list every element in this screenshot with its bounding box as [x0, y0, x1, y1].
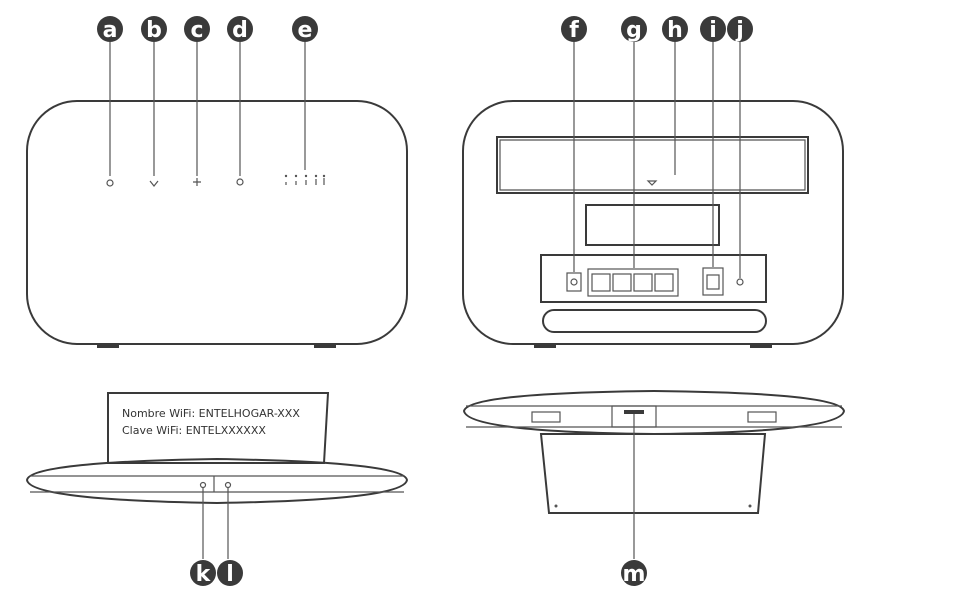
lan-ports-icon	[587, 268, 679, 297]
callout-h: h	[662, 16, 688, 43]
callout-d: d	[227, 16, 253, 43]
bottom-body	[462, 389, 846, 436]
svg-text:f: f	[569, 18, 579, 43]
sd-card-slot-icon	[624, 410, 644, 414]
vent-left-icon	[531, 411, 561, 423]
phone-indicator-icon	[236, 178, 244, 186]
signal-indicator-icon	[284, 174, 326, 185]
power-indicator-icon	[106, 179, 114, 187]
front-view	[26, 42, 408, 348]
front-foot-left	[97, 343, 119, 348]
wifi-indicator-icon	[149, 180, 159, 187]
sim-slot-cover	[496, 136, 809, 194]
svg-text:j: j	[735, 18, 744, 43]
svg-text:m: m	[623, 562, 646, 587]
back-foot-right	[750, 343, 772, 348]
callout-g: g	[621, 16, 647, 43]
back-foot-left	[534, 343, 556, 348]
svg-text:c: c	[190, 18, 203, 43]
callout-k: k	[190, 560, 216, 587]
cover-arrow-icon	[646, 180, 658, 186]
svg-text:a: a	[103, 18, 118, 43]
label-recess	[585, 204, 720, 246]
stand	[539, 433, 767, 514]
svg-text:k: k	[196, 562, 212, 587]
callout-b: b	[141, 16, 167, 43]
callout-l: l	[217, 560, 243, 587]
svg-text:g: g	[626, 18, 642, 43]
svg-text:i: i	[709, 18, 717, 43]
wifi-name-text: Nombre WiFi: ENTELHOGAR-XXX	[122, 407, 300, 420]
wps-button-icon	[199, 481, 207, 489]
wifi-button-icon	[224, 481, 232, 489]
reset-button-icon	[736, 278, 744, 286]
callout-c: c	[184, 16, 210, 43]
power-port-icon	[566, 272, 582, 292]
callout-i: i	[700, 16, 726, 43]
callout-a: a	[97, 16, 123, 43]
callout-j: j	[727, 16, 753, 43]
back-body	[462, 100, 844, 345]
svg-text:d: d	[232, 18, 248, 43]
vent-right-icon	[747, 411, 777, 423]
callout-f: f	[561, 16, 587, 43]
top-view-label: Nombre WiFi: ENTELHOGAR-XXX Clave WiFi: …	[25, 392, 409, 559]
front-foot-right	[314, 343, 336, 348]
bottom-view-stand	[462, 389, 846, 559]
svg-text:l: l	[226, 562, 234, 587]
phone-port-icon	[702, 267, 724, 296]
wifi-key-text: Clave WiFi: ENTELXXXXXX	[122, 424, 266, 437]
network-indicator-icon	[193, 178, 201, 186]
svg-text:e: e	[298, 18, 313, 43]
callout-e: e	[292, 16, 318, 43]
svg-text:b: b	[146, 18, 162, 43]
back-view	[462, 42, 844, 348]
top-body	[25, 457, 409, 505]
port-panel	[540, 254, 767, 303]
callout-m: m	[621, 560, 647, 587]
svg-text:h: h	[667, 18, 683, 43]
back-handle	[542, 309, 767, 333]
front-body	[26, 100, 408, 345]
